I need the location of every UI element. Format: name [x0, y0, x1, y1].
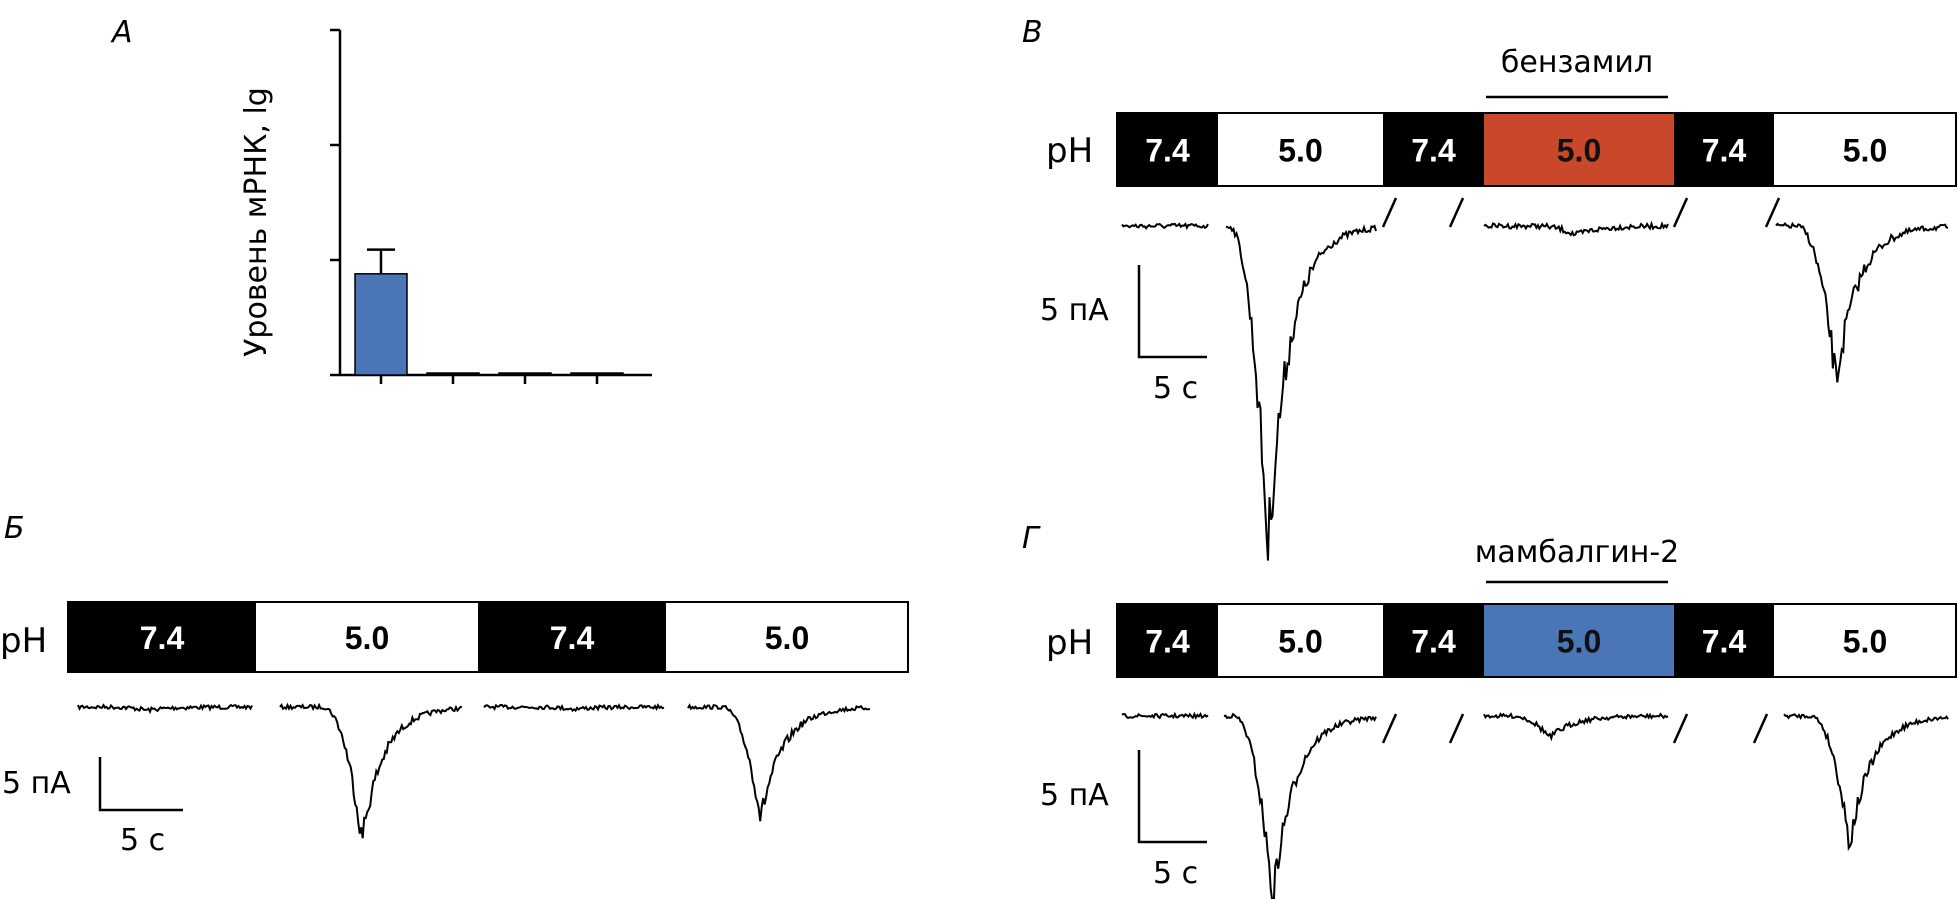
ph-bar-outline: [67, 601, 909, 673]
panel-b-recording: pH 7.4 5.0 7.4 5.0 5 пА 5 с: [0, 601, 909, 858]
ph-label-g: pH: [1046, 623, 1093, 663]
ph-protocol-bar-g: 7.4 5.0 7.4 5.0 7.4 5.0: [1116, 603, 1957, 678]
current-trace: [1223, 712, 1377, 899]
panel-g-recording: мамбалгин-2 pH 7.4 5.0 7.4 5.0 7.4 5.0 5 пА 5…: [1040, 535, 1957, 899]
ph-value-label: 5.0: [1557, 624, 1601, 660]
ph-segment-5-0: [1218, 113, 1383, 186]
ph-value-label: 7.4: [140, 620, 185, 656]
ph-value-label: 7.4: [1702, 133, 1747, 169]
panel-letter-v: В: [1022, 15, 1043, 50]
axis-break-mark: [1672, 713, 1689, 744]
ph-segment-7-4: [1383, 113, 1484, 186]
ph-bar-outline: [1116, 603, 1957, 678]
ph-segment-7-4: [1674, 113, 1774, 186]
panel-letter-b: Б: [4, 511, 25, 546]
ph-value-label: 5.0: [1278, 624, 1322, 660]
current-trace: [1225, 224, 1377, 561]
current-traces-g: [1121, 711, 1949, 899]
current-traces-v: [1121, 220, 1949, 561]
ph-label-b: pH: [0, 621, 47, 661]
scale-time-label-g: 5 с: [1153, 856, 1198, 891]
axis-break-mark: [1448, 713, 1465, 744]
drug-label-mambalgin: мамбалгин-2: [1475, 535, 1680, 570]
current-trace: [1121, 222, 1209, 231]
scale-current-label-g: 5 пА: [1040, 778, 1109, 813]
ph-label-v: pH: [1046, 131, 1093, 171]
panel-v-recording: бензамил pH 7.4 5.0 7.4 5.0 7.4 5.0 5 пА 5 с: [1040, 45, 1957, 561]
current-trace: [1783, 713, 1949, 851]
ph-value-label: 5.0: [1557, 133, 1601, 169]
scale-bar-v: 5 пА 5 с: [1040, 265, 1207, 406]
ph-segment-5-0: [1484, 604, 1674, 677]
scale-time-label-b: 5 с: [120, 823, 165, 858]
current-traces-b: [77, 702, 871, 839]
drug-label-benzamil: бензамил: [1501, 45, 1653, 80]
ph-value-label: 7.4: [1411, 133, 1456, 169]
axis-break-mark: [1764, 197, 1781, 228]
ph-segment-7-4: [1674, 604, 1774, 677]
axis-breaks-g: [1381, 713, 1769, 744]
ph-value-label: 7.4: [1702, 624, 1747, 660]
axis-break-mark: [1672, 197, 1689, 228]
panel-letter-g: Г: [1022, 521, 1041, 556]
scale-bar-lines-v: [1137, 265, 1207, 359]
current-trace: [77, 703, 253, 715]
bar-asic1a: [354, 273, 408, 376]
scale-current-label-v: 5 пА: [1040, 293, 1109, 328]
bar-asic4: [570, 372, 624, 376]
ph-value-label: 5.0: [1843, 133, 1887, 169]
axis-break-mark: [1752, 713, 1769, 744]
ph-value-label: 5.0: [765, 620, 809, 656]
current-trace: [483, 703, 665, 713]
current-trace: [687, 703, 871, 822]
ph-segment-7-4: [1117, 113, 1218, 186]
ph-value-label: 7.4: [1411, 624, 1456, 660]
scale-bar-lines-g: [1137, 750, 1207, 844]
bar-asic3: [498, 372, 552, 376]
y-axis-label: Уровень мРНК, lg: [239, 87, 274, 357]
ph-segment-5-0: [256, 602, 478, 672]
ph-segment-7-4: [1383, 604, 1484, 677]
axis-breaks-v: [1381, 197, 1781, 228]
ph-segment-7-4: [1117, 604, 1218, 677]
scale-bar-lines-b: [98, 757, 183, 812]
ph-value-label: 7.4: [1145, 133, 1190, 169]
axis-break-mark: [1381, 713, 1398, 744]
ph-value-label: 7.4: [550, 620, 595, 656]
ph-value-label: 5.0: [1843, 624, 1887, 660]
ph-value-label: 5.0: [345, 620, 389, 656]
ph-segment-5-0: [1774, 113, 1956, 186]
mrna-bar-chart: Уровень мРНК, lg: [239, 28, 652, 384]
bar-asic2: [426, 372, 480, 376]
scale-time-label-v: 5 с: [1153, 371, 1198, 406]
ph-segment-5-0: [666, 602, 908, 672]
panel-letter-a: А: [110, 15, 133, 50]
scale-bar-g: 5 пА 5 с: [1040, 750, 1207, 891]
current-trace: [279, 702, 463, 839]
ph-segment-5-0: [1218, 604, 1383, 677]
ph-segment-5-0: [1774, 604, 1956, 677]
ph-segment-7-4: [68, 602, 256, 672]
ph-value-label: 7.4: [1145, 624, 1190, 660]
ph-protocol-bar-b: 7.4 5.0 7.4 5.0: [67, 601, 909, 673]
ph-bar-outline: [1116, 112, 1957, 187]
scale-bar-b: 5 пА 5 с: [2, 757, 183, 858]
current-trace: [1483, 712, 1669, 742]
axis-break-mark: [1448, 197, 1465, 228]
ph-protocol-bar-v: 7.4 5.0 7.4 5.0 7.4 5.0: [1116, 112, 1957, 187]
ph-segment-5-0: [1484, 113, 1674, 186]
scale-current-label-b: 5 пА: [2, 766, 71, 801]
current-trace: [1775, 221, 1949, 383]
axis-break-mark: [1381, 197, 1398, 228]
bars: [354, 248, 624, 376]
current-trace: [1121, 711, 1209, 720]
current-trace: [1483, 220, 1669, 237]
ph-value-label: 5.0: [1278, 133, 1322, 169]
ph-segment-7-4: [478, 602, 666, 672]
